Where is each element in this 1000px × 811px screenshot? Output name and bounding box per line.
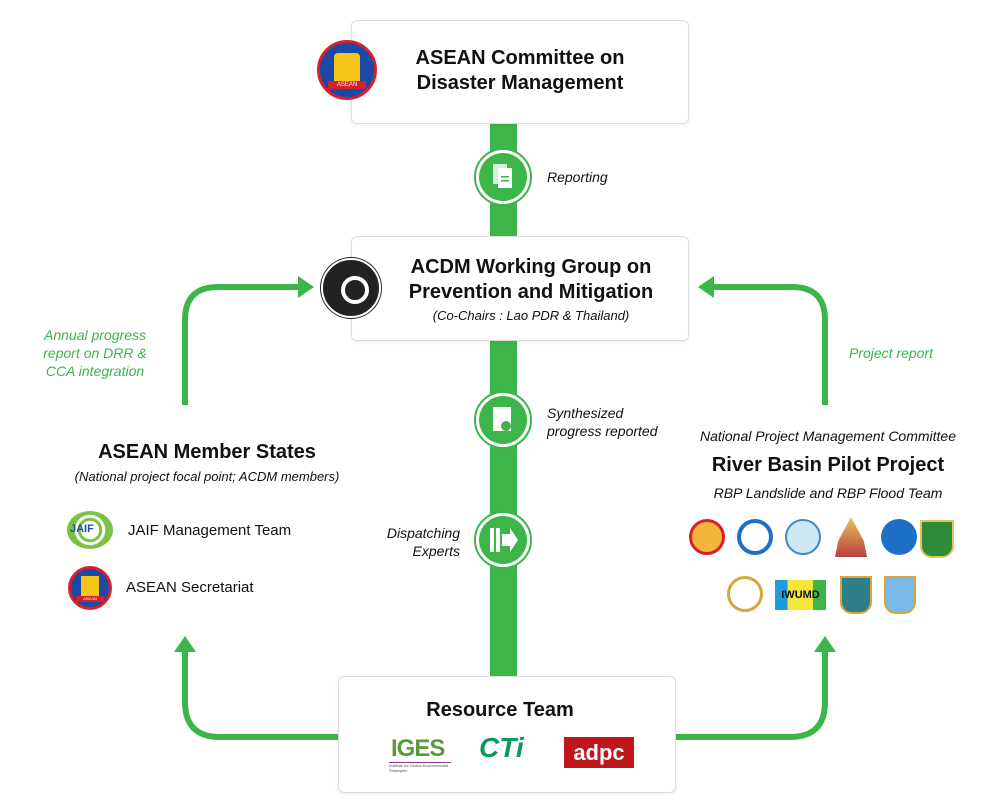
title-line: ASEAN Committee on — [415, 47, 625, 69]
bottom-left-arrowhead — [174, 636, 196, 652]
left-arrowhead — [298, 276, 314, 298]
reporting-icon — [474, 148, 532, 206]
label-line: report on DRR & — [43, 345, 147, 361]
synthesized-report-icon — [474, 391, 532, 449]
acdm-committee-box: ASEAN Committee on Disaster Management — [351, 20, 689, 124]
asean-logo-text: ASEAN — [76, 596, 104, 602]
label-line: progress reported — [547, 423, 658, 439]
bottom-left-arrow — [182, 650, 338, 740]
label-line: Dispatching — [386, 525, 460, 541]
partner-logo — [737, 519, 773, 555]
project-report-annotation: Project report — [848, 345, 934, 361]
asean-logo-text: ASEAN — [328, 81, 366, 89]
working-group-box: ACDM Working Group on Prevention and Mit… — [351, 236, 689, 341]
npmc-label: National Project Management Committee — [699, 428, 957, 444]
jaif-logo-text: JAIF — [70, 523, 94, 535]
river-basin-subtitle: RBP Landslide and RBP Flood Team — [713, 485, 943, 501]
partner-logo — [881, 519, 917, 555]
iges-caption: Institute for Global Environmental Strat… — [389, 762, 451, 773]
working-group-title: ACDM Working Group on Prevention and Mit… — [409, 255, 653, 305]
asean-logo: ASEAN — [317, 40, 377, 100]
asean-secretariat-label: ASEAN Secretariat — [126, 579, 254, 596]
partner-logo — [920, 520, 954, 558]
partner-logo — [727, 576, 763, 612]
resource-team-title: Resource Team — [426, 699, 574, 721]
working-group-logo-icon — [321, 258, 381, 318]
bottom-right-arrowhead — [814, 636, 836, 652]
partner-logo — [840, 576, 872, 614]
right-arrowhead — [698, 276, 714, 298]
partner-logo — [689, 519, 725, 555]
dispatching-label: Dispatching Experts — [360, 524, 460, 560]
bottom-right-arrow — [675, 650, 828, 740]
partner-logo — [785, 519, 821, 555]
jaif-management-team-label: JAIF Management Team — [128, 522, 292, 539]
jaif-logo: JAIF — [67, 511, 113, 549]
iges-logo: IGES — [391, 735, 445, 762]
dispatch-experts-icon — [474, 511, 532, 569]
acdm-committee-title: ASEAN Committee on Disaster Management — [352, 46, 688, 96]
title-line: ACDM Working Group on — [410, 256, 652, 278]
adpc-logo: adpc — [564, 737, 634, 768]
working-group-subtitle: (Co-Chairs : Lao PDR & Thailand) — [432, 308, 630, 323]
asean-secretariat-logo: ASEAN — [68, 566, 112, 610]
iwumd-logo: IWUMD — [775, 580, 826, 610]
title-line: Disaster Management — [416, 72, 624, 94]
annual-report-annotation: Annual progress report on DRR & CCA inte… — [43, 326, 146, 380]
partner-logo — [884, 576, 916, 614]
label-line: Annual progress — [44, 327, 146, 343]
title-line: Prevention and Mitigation — [408, 281, 654, 303]
right-up-arrow — [712, 284, 828, 405]
label-line: Synthesized — [547, 405, 624, 421]
reporting-label: Reporting — [547, 169, 608, 185]
resource-team-box: Resource Team IGES Institute for Global … — [338, 676, 676, 793]
river-basin-title: River Basin Pilot Project — [711, 454, 945, 476]
synthesized-label: Synthesized progress reported — [547, 404, 658, 440]
member-states-title: ASEAN Member States — [98, 441, 316, 463]
member-states-subtitle: (National project focal point; ACDM memb… — [74, 469, 340, 484]
cti-logo: CTi — [479, 732, 524, 763]
left-up-arrow — [182, 284, 300, 405]
label-line: CCA integration — [45, 363, 145, 379]
label-line: Experts — [412, 543, 460, 559]
